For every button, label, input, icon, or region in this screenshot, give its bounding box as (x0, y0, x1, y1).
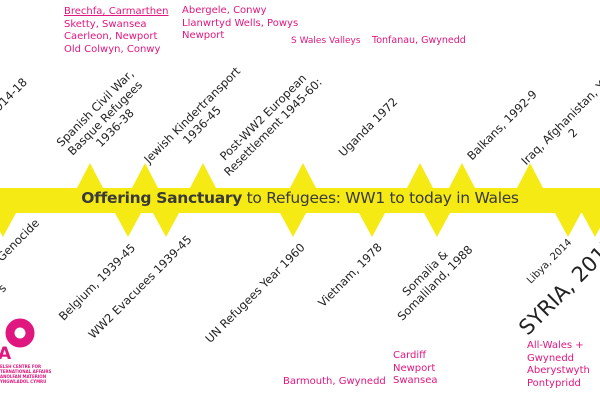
places-syria: All-Wales + Gwynedd Aberystwyth Pontypri… (527, 340, 590, 389)
places-somalia: Cardiff Newport Swansea (393, 350, 438, 386)
places-vietnam: Barmouth, Gwynedd (283, 376, 386, 387)
timeline-title: Offering Sanctuary to Refugees: WW1 to t… (81, 189, 519, 207)
places-uganda: Tonfanau, Gwynedd (372, 35, 466, 46)
timeline-band-shape (0, 163, 600, 237)
places-spanish: Brechfa, Carmarthen Sketty, Swansea Caer… (64, 6, 169, 55)
places-resettlement: S Wales Valleys (291, 36, 361, 46)
logo-letter: A (0, 344, 12, 364)
logo-text: ELSH CENTRE FOR TERNATIONAL AFFAIRS ANOL… (0, 364, 52, 384)
logo-ring-icon (5, 318, 35, 348)
places-kindertransport: Abergele, Conwy Llanwrtyd Wells, Powys N… (182, 5, 299, 41)
